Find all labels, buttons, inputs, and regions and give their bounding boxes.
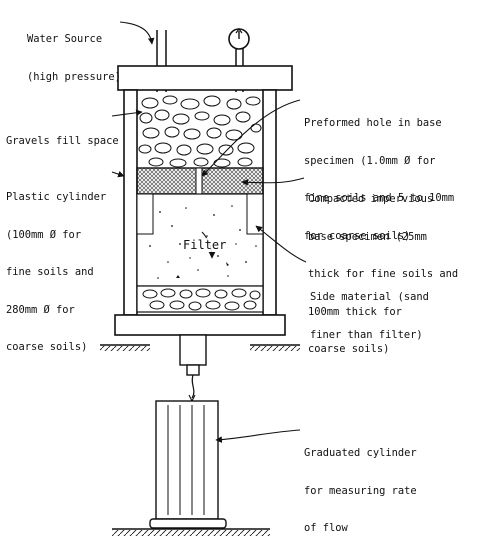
graduated-cylinder — [149, 400, 227, 529]
label-line: finer than filter) — [310, 328, 423, 341]
top-cap — [117, 65, 293, 91]
base-plate — [114, 314, 286, 336]
outflow-stream — [191, 374, 195, 399]
label-line: specimen (1.0mm Ø for — [304, 154, 436, 167]
label-graduated-cylinder: Graduated cylinder for measuring rate of… — [304, 422, 417, 543]
preformed-hole — [195, 167, 203, 195]
label-line: Compacted impervious — [308, 193, 434, 205]
label-line: 280mm Ø for — [6, 303, 75, 316]
pressure-gauge-icon — [228, 28, 250, 50]
label-base-specimen: Compacted impervious base specimen (25mm… — [308, 168, 458, 381]
label-line: fine soils and — [6, 266, 94, 278]
label-preformed-hole: Preformed hole in base specimen (1.0mm Ø… — [304, 92, 454, 267]
label-line: (100mm Ø for — [6, 228, 82, 241]
label-line: Graduated cylinder — [304, 447, 417, 459]
label-line: Side material (sand — [310, 291, 429, 303]
label-line: base specimen (25mm — [308, 230, 427, 243]
label-line: Preformed hole in base — [304, 117, 442, 129]
side-material-right — [246, 193, 264, 235]
leader-lines — [111, 21, 307, 443]
label-line: for coarse soils) — [304, 229, 411, 242]
label-line: coarse soils) — [6, 341, 88, 353]
label-plastic-cylinder: Plastic cylinder (100mm Ø for fine soils… — [6, 166, 106, 379]
ground-line-lower — [112, 528, 270, 536]
label-line: Gravels fill space — [6, 135, 119, 147]
label-line: 100mm thick for — [308, 305, 402, 318]
gravel-bottom-layer — [136, 285, 264, 313]
label-line: Plastic cylinder — [6, 191, 107, 203]
label-line: coarse soils) — [308, 343, 390, 355]
label-water-source: Water Source (high pressure) — [27, 8, 121, 108]
ground-line-upper — [100, 344, 300, 351]
gravel-top-layer — [138, 95, 262, 168]
label-line: of flow — [304, 522, 348, 534]
base-specimen — [136, 167, 264, 195]
label-filter: Filter — [182, 238, 228, 252]
label-line: fine soils and 5 to 10mm — [304, 192, 455, 204]
label-line: Water Source — [27, 33, 103, 45]
side-material-left — [136, 193, 154, 235]
label-gravels: Gravels fill space — [6, 110, 119, 173]
label-line: thick for fine soils and — [308, 268, 459, 280]
label-line: for measuring rate — [304, 484, 417, 497]
outlet-pipe — [179, 334, 207, 376]
label-side-material: Side material (sand finer than filter) — [310, 266, 429, 366]
label-line: (high pressure) — [27, 70, 121, 83]
